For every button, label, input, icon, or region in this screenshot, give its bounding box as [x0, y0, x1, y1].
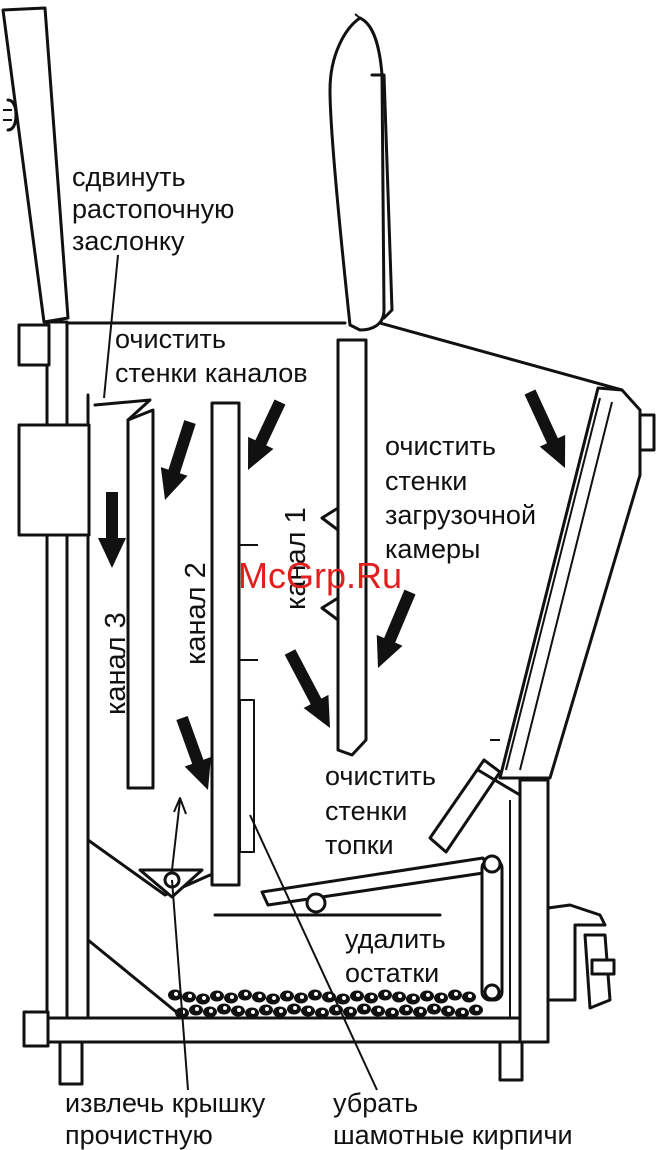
- ash-lump-highlight: [398, 994, 402, 998]
- ash-lump-highlight: [433, 1006, 437, 1010]
- label-remove-residue: удалить остатки: [345, 924, 453, 988]
- ash-lump-highlight: [468, 994, 472, 998]
- ash-lump-highlight: [244, 992, 248, 996]
- ash-lump-highlight: [258, 994, 262, 998]
- direction-arrow: [161, 420, 196, 500]
- direction-arrow: [377, 590, 416, 668]
- ash-lump-highlight: [454, 992, 458, 996]
- ash-lump-highlight: [293, 1006, 297, 1010]
- ash-lump-highlight: [384, 992, 388, 996]
- ash-lump-highlight: [237, 1008, 241, 1012]
- ash-lump-highlight: [412, 996, 416, 1000]
- ash-lump-highlight: [188, 994, 192, 998]
- ash-lump-highlight: [314, 992, 318, 996]
- ash-lump-highlight: [475, 1007, 479, 1011]
- label-remove-cleanout-cover: извлечь крышку прочистную: [65, 1088, 273, 1150]
- ash-lump-highlight: [328, 994, 332, 998]
- channel-2-label: канал 2: [180, 562, 212, 665]
- direction-arrow: [98, 492, 126, 568]
- side-handle: [548, 905, 614, 1008]
- channel-3-wall: [95, 400, 153, 788]
- channel-3-label: канал 3: [100, 612, 132, 715]
- label-clean-loading-chamber: очистить стенки загрузочной камеры: [385, 431, 544, 564]
- ash-lump-highlight: [307, 1008, 311, 1012]
- loading-lid: [330, 14, 392, 330]
- pointer-arrow-up: [172, 798, 186, 870]
- cleanout-hopper: [88, 840, 210, 1015]
- ash-lump-highlight: [391, 1010, 395, 1014]
- ash-lump-highlight: [440, 995, 444, 999]
- left-lid: [3, 8, 68, 322]
- direction-arrow: [285, 649, 330, 728]
- ash-lump-highlight: [349, 1009, 353, 1013]
- label-remove-bricks: убрать шамотные кирпичи: [333, 1088, 573, 1150]
- ash-lump-highlight: [265, 1007, 269, 1011]
- label-clean-firebox: очистить стенки топки: [325, 761, 443, 860]
- ash-lump-highlight: [223, 1006, 227, 1010]
- ash-lump-highlight: [279, 1009, 283, 1013]
- ash-lump-highlight: [447, 1008, 451, 1012]
- channel-2-wall: [212, 403, 258, 885]
- ash-lump-highlight: [461, 1010, 465, 1014]
- channel-1-wall: [322, 340, 366, 755]
- ash-lump-highlight: [202, 996, 206, 1000]
- ash-lump-highlight: [272, 996, 276, 1000]
- ash-lump-highlight: [195, 1007, 199, 1011]
- ash-lump-highlight: [216, 993, 220, 997]
- ash-lump-highlight: [370, 995, 374, 999]
- direction-arrow: [248, 399, 285, 470]
- ash-lump-highlight: [251, 1010, 255, 1014]
- ash-lump-highlight: [209, 1009, 213, 1013]
- ash-lump-highlight: [356, 993, 360, 997]
- loading-chamber-wall: [500, 388, 654, 778]
- direction-arrow: [525, 389, 566, 468]
- ash-lump-highlight: [286, 993, 290, 997]
- ash-lump-highlight: [363, 1006, 367, 1010]
- ash-lump-highlight: [230, 995, 234, 999]
- ash-lump-highlight: [300, 995, 304, 999]
- label-move-damper: сдвинуть растопочную заслонку: [72, 162, 242, 256]
- ash-pile: [168, 990, 483, 1019]
- ash-lump-highlight: [419, 1009, 423, 1013]
- ash-lump-highlight: [321, 1010, 325, 1014]
- ash-lump-highlight: [377, 1008, 381, 1012]
- direction-arrow: [176, 716, 211, 790]
- ash-lump-highlight: [174, 992, 178, 996]
- watermark: McGrp.Ru: [238, 555, 402, 596]
- label-clean-channels: очистить стенки каналов: [115, 324, 308, 388]
- ash-lump-highlight: [426, 993, 430, 997]
- ash-lump-highlight: [342, 996, 346, 1000]
- ash-lump-highlight: [405, 1007, 409, 1011]
